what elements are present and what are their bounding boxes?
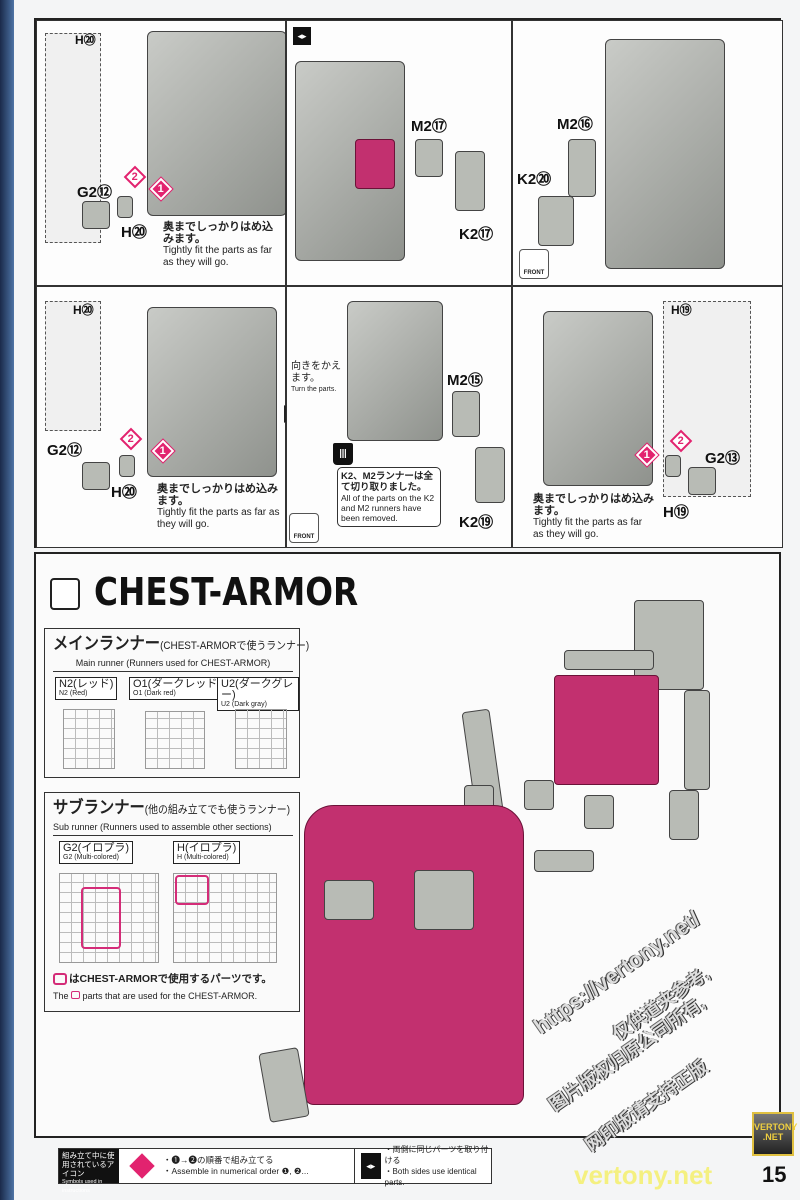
chest-armor-exploded-illustration [258,590,774,1130]
chest-core-part [554,675,659,785]
runner-h-diagram [173,873,277,963]
step-1-icon [129,1153,155,1179]
runner-removed-note: K2、M2ランナーは全て切り取りました。All of the parts on … [337,467,441,527]
fit-note: 奥までしっかりはめ込みます。Tightly fit the parts as f… [157,483,280,530]
runner-tag-n2: N2(レッド)N2 (Red) [55,677,118,700]
part-h [117,196,133,218]
main-runner-box: メインランナー(CHEST-ARMORで使うランナー) Main runner … [44,628,310,778]
part-callout: H⑲ [671,303,692,317]
robot-illustration [543,311,653,486]
part-callout: M2⑮ [447,372,483,389]
step-panel-4: H⑳ G2⑫ H⑳ 2 1 奥までしっかりはめ込みます。Tightly fit … [36,286,286,548]
section-title: CHEST-ARMOR [94,570,359,614]
part-h [119,455,135,477]
part-m2 [452,391,480,437]
step-2-badge: 2 [119,427,143,451]
fit-note: 奥までしっかりはめ込みます。Tightly fit the parts as f… [163,221,273,268]
chest-armor-icon [50,578,80,610]
part-callout: K2⑳ [517,171,552,188]
part-k2 [538,196,574,246]
page-number: 15 [762,1162,787,1187]
step-panel-1: H⑳ G2⑫ H⑳ 2 1 奥までしっかりはめ込みます。Tightly fit … [36,20,286,286]
step-2-badge: 2 [123,165,147,189]
runner-o1-diagram [145,711,205,769]
sub-runner-box: サブランナー(他の組み立てでも使うランナー) Sub runner (Runne… [44,792,300,1012]
steps-frame: H⑳ G2⑫ H⑳ 2 1 奥までしっかりはめ込みます。Tightly fit … [34,18,783,548]
part-callout: H⑳ [111,484,137,501]
highlight-box-icon [53,972,67,985]
step-panel-3: M2⑯ K2⑳ FRONT [512,20,783,286]
part-callout: G2⑫ [77,184,113,201]
part-h [665,455,681,477]
both-sides-icon: ◂▸ [361,1153,381,1179]
part-callout: G2⑬ [705,450,741,467]
step-panel-6: H⑲ G2⑬ H⑲ 1 2 奥までしっかりはめ込みます。Tightly fit … [512,286,783,548]
part-m2 [415,139,443,177]
robot-illustration [347,301,443,441]
main-runner-title: メインランナー(CHEST-ARMORで使うランナー) [53,634,310,653]
front-direction-icon: FRONT [519,249,549,279]
front-direction-icon: FRONT [289,513,319,543]
part-callout: H⑳ [75,33,96,47]
step-panel-2: ◂▸ M2⑰ K2⑰ [286,20,512,286]
part [684,690,710,790]
robot-illustration [605,39,725,269]
part [414,870,474,930]
robot-illustration [147,31,285,216]
turn-note: 向きをかえます。Turn the parts. [291,361,341,393]
part [584,795,614,829]
trash-icon: Ⅲ [333,443,353,465]
part-g2 [82,201,110,229]
part-callout: H⑲ [663,504,689,521]
chest-part [355,139,395,189]
runner-tag-h: H(イロプラ)H (Multi-colored) [173,841,241,864]
legend-row: はCHEST-ARMORで使用するパーツです。 [53,971,272,986]
both-sides-icon: ◂▸ [293,27,311,45]
part [564,650,654,670]
sub-runner-title: サブランナー(他の組み立てでも使うランナー) [53,798,290,817]
used-parts-highlight [81,887,121,949]
footer-watermark: vertony.net [574,1160,713,1190]
runner-tag-u2: U2(ダークグレー)U2 (Dark gray) [217,677,299,711]
part-k2 [475,447,505,503]
part-g2 [688,467,716,495]
runner-u2-diagram [235,709,287,769]
part-callout: G2⑫ [47,442,83,459]
chest-body [304,805,524,1105]
part [534,850,594,872]
part [669,790,699,840]
part-callout: K2⑰ [459,226,494,243]
sub-runner-subtitle: Sub runner (Runners used to assemble oth… [53,821,293,836]
part-m2 [568,139,596,197]
used-parts-highlight [175,875,209,905]
part [324,880,374,920]
part [524,780,554,810]
fit-note: 奥までしっかりはめ込みます。Tightly fit the parts as f… [533,493,654,540]
highlight-box-icon [71,991,81,999]
part-callout: H⑳ [73,303,94,317]
order-symbol: ・❶→❷の順番で組み立てる・Assemble in numerical orde… [119,1149,355,1183]
legend-row-en: The parts that are used for the CHEST-AR… [53,991,258,1001]
runner-tag-o1: O1(ダークレッド)O1 (Dark red) [129,677,225,700]
manual-page: H⑳ G2⑫ H⑳ 2 1 奥までしっかりはめ込みます。Tightly fit … [14,0,800,1200]
main-runner-subtitle: Main runner (Runners used for CHEST-ARMO… [53,657,293,672]
runner-n2-diagram [63,709,115,769]
part-callout: H⑳ [121,224,147,241]
part-g2 [82,462,110,490]
part-callout: M2⑯ [557,116,593,133]
part-callout: M2⑰ [411,118,447,135]
detail-inset [45,301,101,431]
vertony-badge-logo: VERTONY .NET [752,1112,797,1156]
part-callout: K2⑲ [459,514,494,531]
part [258,1047,310,1123]
both-sides-symbol: ◂▸ ・両側に同じパーツを取り付ける・Both sides use identi… [355,1145,491,1187]
runner-tag-g2: G2(イロプラ)G2 (Multi-colored) [59,841,133,864]
part-k2 [455,151,485,211]
step-panel-5: 向きをかえます。Turn the parts. M2⑮ K2⑲ Ⅲ K2、M2ラ… [286,286,512,548]
